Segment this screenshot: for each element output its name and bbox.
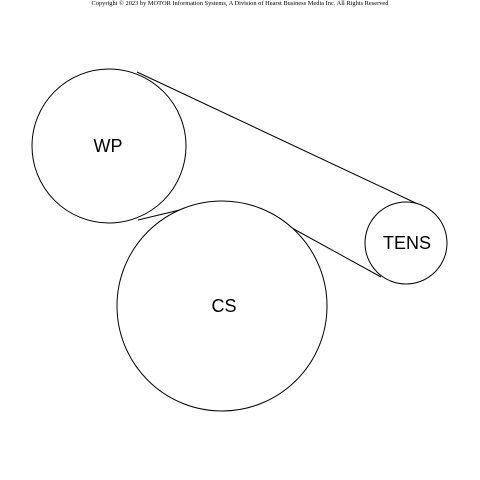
copyright-notice: Copyright © 2023 by MOTOR Information Sy… xyxy=(91,0,389,7)
pulley-wp xyxy=(31,68,187,224)
pulley-tens-label: TENS xyxy=(383,233,431,253)
pulley-tens xyxy=(364,201,448,285)
pulley-cs xyxy=(116,200,328,412)
belt-segment-cs-tens xyxy=(291,227,382,278)
pulley-wp-label: WP xyxy=(94,136,123,156)
belt-segment-wp-tens xyxy=(136,71,423,207)
pulley-cs-label: CS xyxy=(211,296,236,316)
